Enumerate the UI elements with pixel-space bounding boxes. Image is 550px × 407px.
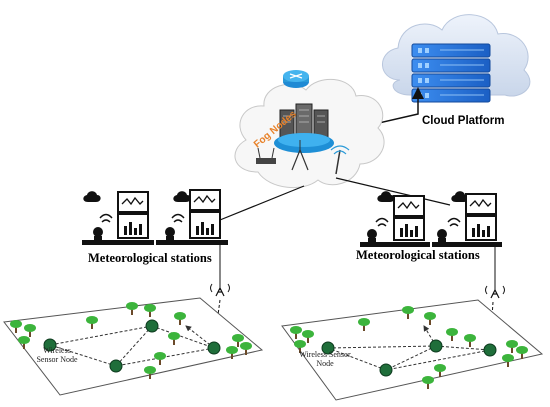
station-computer-icon: [360, 191, 430, 247]
stations-left: [82, 189, 228, 245]
fog-router-icon: [283, 70, 309, 88]
wsn-right-label: Wireless Sensor Node: [299, 350, 351, 368]
sensor-node-icon: [321, 339, 497, 377]
station-computer-icon: [156, 189, 228, 245]
wsn-field-right: [281, 299, 544, 401]
fog-server-icon: [274, 103, 334, 153]
tree-icon: [290, 306, 528, 389]
station-computer-icon: [432, 191, 502, 247]
wsn-field-left: [3, 297, 264, 396]
fog-cloud: [234, 70, 385, 189]
stations-right: [360, 191, 502, 247]
wsn-left-label: Wireless Sensor Node: [36, 346, 78, 364]
stations-left-label: Meteorological stations: [88, 251, 212, 265]
sensor-node-icon: [43, 319, 221, 373]
wifi-antenna-icon: [256, 140, 350, 175]
stations-right-label: Meteorological stations: [356, 248, 480, 262]
cloud-platform: [382, 14, 531, 103]
cloud-server-icon: [411, 43, 491, 103]
wsn-links-right: [327, 325, 491, 373]
tree-icon: [10, 302, 252, 379]
fog-station-links: [214, 177, 451, 223]
antenna-mast-icon: [485, 247, 505, 349]
cloud-platform-label: Cloud Platform: [422, 115, 505, 127]
station-computer-icon: [82, 191, 154, 245]
